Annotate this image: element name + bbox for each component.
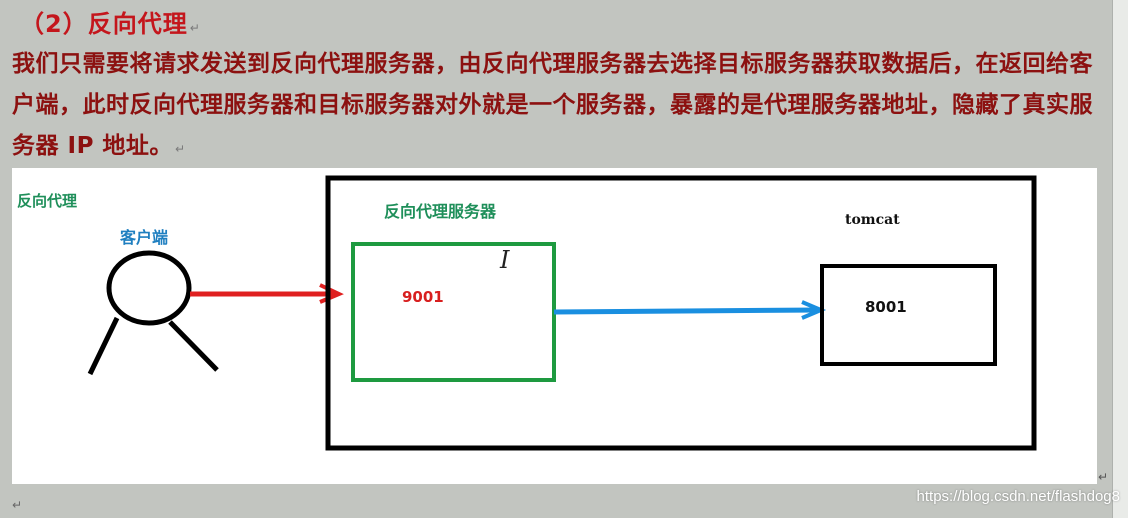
heading-text: （2）反向代理 xyxy=(20,10,188,38)
client-left-leg xyxy=(87,316,120,376)
paragraph-text: 我们只需要将请求发送到反向代理服务器，由反向代理服务器去选择目标服务器获取数据后… xyxy=(12,51,1093,159)
client-right-leg xyxy=(168,320,219,372)
watermark: https://blog.csdn.net/flashdog8 xyxy=(916,488,1120,505)
text-cursor-icon: I xyxy=(500,246,510,274)
tomcat-server-box xyxy=(820,264,997,366)
diagram-canvas xyxy=(87,175,1037,451)
section-label: 反向代理 xyxy=(17,192,78,210)
paragraph-mark-icon: ↵ xyxy=(12,498,23,512)
tomcat-label: tomcat xyxy=(845,212,900,228)
proxy-tomcat-arrow xyxy=(553,307,821,315)
client-label: 客户端 xyxy=(120,228,169,247)
tomcat-port-label: 8001 xyxy=(865,298,907,316)
paragraph-mark-icon: ↵ xyxy=(1098,470,1109,484)
paragraph-mark-icon: ↵ xyxy=(174,142,186,156)
paragraph-mark-icon: ↵ xyxy=(189,21,201,35)
scrollbar-strip[interactable] xyxy=(1112,0,1128,518)
proxy-server-box xyxy=(351,242,556,382)
proxy-port-label: 9001 xyxy=(402,288,444,306)
reverse-proxy-diagram: 反向代理 客户端 反向代理服务器 tomcat 9001 8001 I xyxy=(12,168,1097,484)
body-paragraph: 我们只需要将请求发送到反向代理服务器，由反向代理服务器去选择目标服务器获取数据后… xyxy=(12,44,1107,170)
client-head xyxy=(106,250,192,326)
outer-server-box xyxy=(325,175,1037,451)
proxy-server-label: 反向代理服务器 xyxy=(384,202,497,221)
section-heading: （2）反向代理↵ xyxy=(20,4,201,39)
